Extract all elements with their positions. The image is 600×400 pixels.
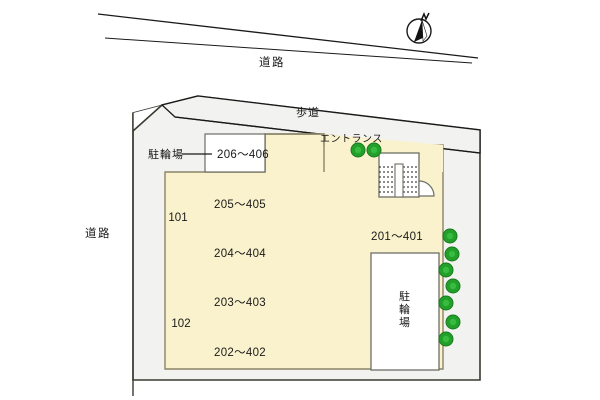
bike-shed-right bbox=[370, 252, 440, 371]
entrance-door-swing-icon bbox=[418, 180, 435, 197]
bike-parking-right-char-1: 駐 bbox=[399, 289, 411, 303]
east-edge-trees bbox=[438, 228, 461, 347]
tree-icon bbox=[445, 278, 461, 294]
unit-label-202-402: 202〜402 bbox=[214, 347, 266, 359]
tree-icon bbox=[438, 295, 454, 311]
tree-icon-highlight bbox=[354, 146, 362, 154]
bike-parking-right-char-2: 輪 bbox=[399, 302, 411, 316]
sidewalk-area bbox=[160, 95, 481, 154]
bike-parking-top-label: 駐輪場 bbox=[148, 147, 184, 161]
north-arrow-icon bbox=[406, 12, 432, 44]
top-road-lower-line bbox=[104, 37, 473, 64]
top-road bbox=[97, 13, 479, 64]
unit-label-204-404: 204〜404 bbox=[214, 248, 266, 260]
unit-label-205-405: 205〜405 bbox=[214, 199, 266, 211]
unit-label-101: 101 bbox=[168, 212, 187, 224]
tree-icon bbox=[438, 262, 454, 278]
stair-handrail bbox=[394, 163, 404, 198]
bike-parking-right-label: 駐 輪 場 bbox=[399, 289, 411, 329]
entrance-trees bbox=[350, 142, 382, 158]
unit-label-206-406: 206〜406 bbox=[217, 149, 269, 161]
unit-label-203-403: 203〜403 bbox=[214, 297, 266, 309]
tree-icon bbox=[442, 228, 458, 244]
entrance-label: エントランス bbox=[320, 133, 383, 145]
unit-label-102: 102 bbox=[171, 318, 190, 330]
tree-icon bbox=[444, 246, 460, 262]
compass-needle-light bbox=[421, 19, 428, 42]
compass-north-letter bbox=[420, 12, 430, 22]
bike-parking-right-char-3: 場 bbox=[399, 316, 411, 329]
tree-icon-highlight bbox=[370, 146, 378, 154]
tree-icon bbox=[438, 331, 454, 347]
sidewalk-label: 歩道 bbox=[296, 105, 320, 119]
entrance-stairs bbox=[378, 152, 435, 198]
unit-label-201-401: 201〜401 bbox=[371, 231, 423, 243]
bike-shed-right-rect bbox=[370, 252, 440, 371]
bike-shed-top bbox=[182, 133, 266, 173]
top-road-upper-line bbox=[97, 13, 479, 59]
road-top-label: 道路 bbox=[259, 55, 285, 69]
bike-shed-top-rect bbox=[204, 133, 266, 173]
tree-icon bbox=[445, 314, 461, 330]
road-left-label: 道路 bbox=[85, 226, 111, 240]
